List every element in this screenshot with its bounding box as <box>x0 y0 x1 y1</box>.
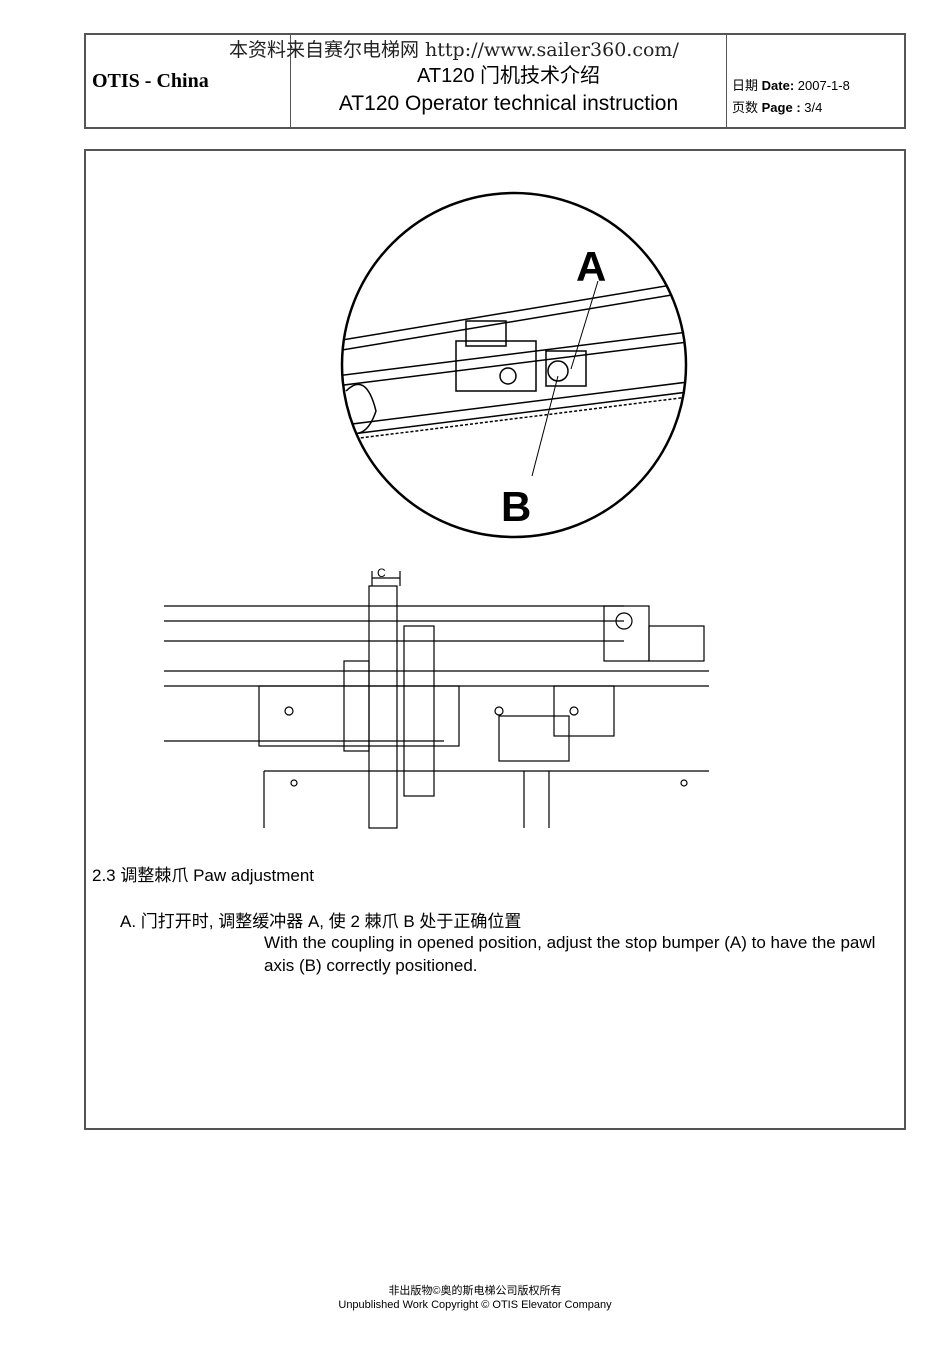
label-b: B <box>501 483 531 530</box>
copyright-cn: 非出版物©奥的斯电梯公司版权所有 <box>388 1285 562 1297</box>
title-cn: AT120 门机技术介绍 <box>417 65 600 87</box>
instruction-cn: A. 门打开时, 调整缓冲器 A, 使 2 棘爪 B 处于正确位置 <box>120 912 522 931</box>
page-footer: 非出版物©奥的斯电梯公司版权所有 Unpublished Work Copyri… <box>0 1284 950 1312</box>
mechanism-figure: C <box>164 566 709 829</box>
label-a: A <box>576 243 606 290</box>
page-header: OTIS - China 本资料来自赛尔电梯网 http://www.saile… <box>84 33 906 129</box>
detail-circle-figure: A B <box>340 191 688 539</box>
section-heading: 2.3 调整棘爪 Paw adjustment <box>92 866 315 885</box>
page-row: 页数 Page : 3/4 <box>732 97 904 119</box>
content-box: A B C 2.3 调整棘爪 Paw adjustment A. <box>84 149 906 1130</box>
copyright-en: Unpublished Work Copyright © OTIS Elevat… <box>338 1299 612 1311</box>
company-name: OTIS - China <box>86 35 291 127</box>
date-value: 2007-1-8 <box>797 78 850 93</box>
label-c: C <box>377 566 386 580</box>
page-value: 3/4 <box>804 100 823 115</box>
page-label: Page : <box>761 100 801 115</box>
watermark: 本资料来自赛尔电梯网 http://www.sailer360.com/ <box>229 39 679 61</box>
date-row: 日期 Date: 2007-1-8 <box>732 75 904 97</box>
instruction-en: With the coupling in opened position, ad… <box>264 933 876 975</box>
title-cell: 本资料来自赛尔电梯网 http://www.sailer360.com/ AT1… <box>229 35 727 127</box>
date-label-cn: 日期 <box>732 78 759 93</box>
date-label: Date: <box>761 78 795 93</box>
title-en: AT120 Operator technical instruction <box>338 92 679 115</box>
page-label-cn: 页数 <box>732 100 759 115</box>
meta-cell: 日期 Date: 2007-1-8 页数 Page : 3/4 <box>727 35 904 127</box>
